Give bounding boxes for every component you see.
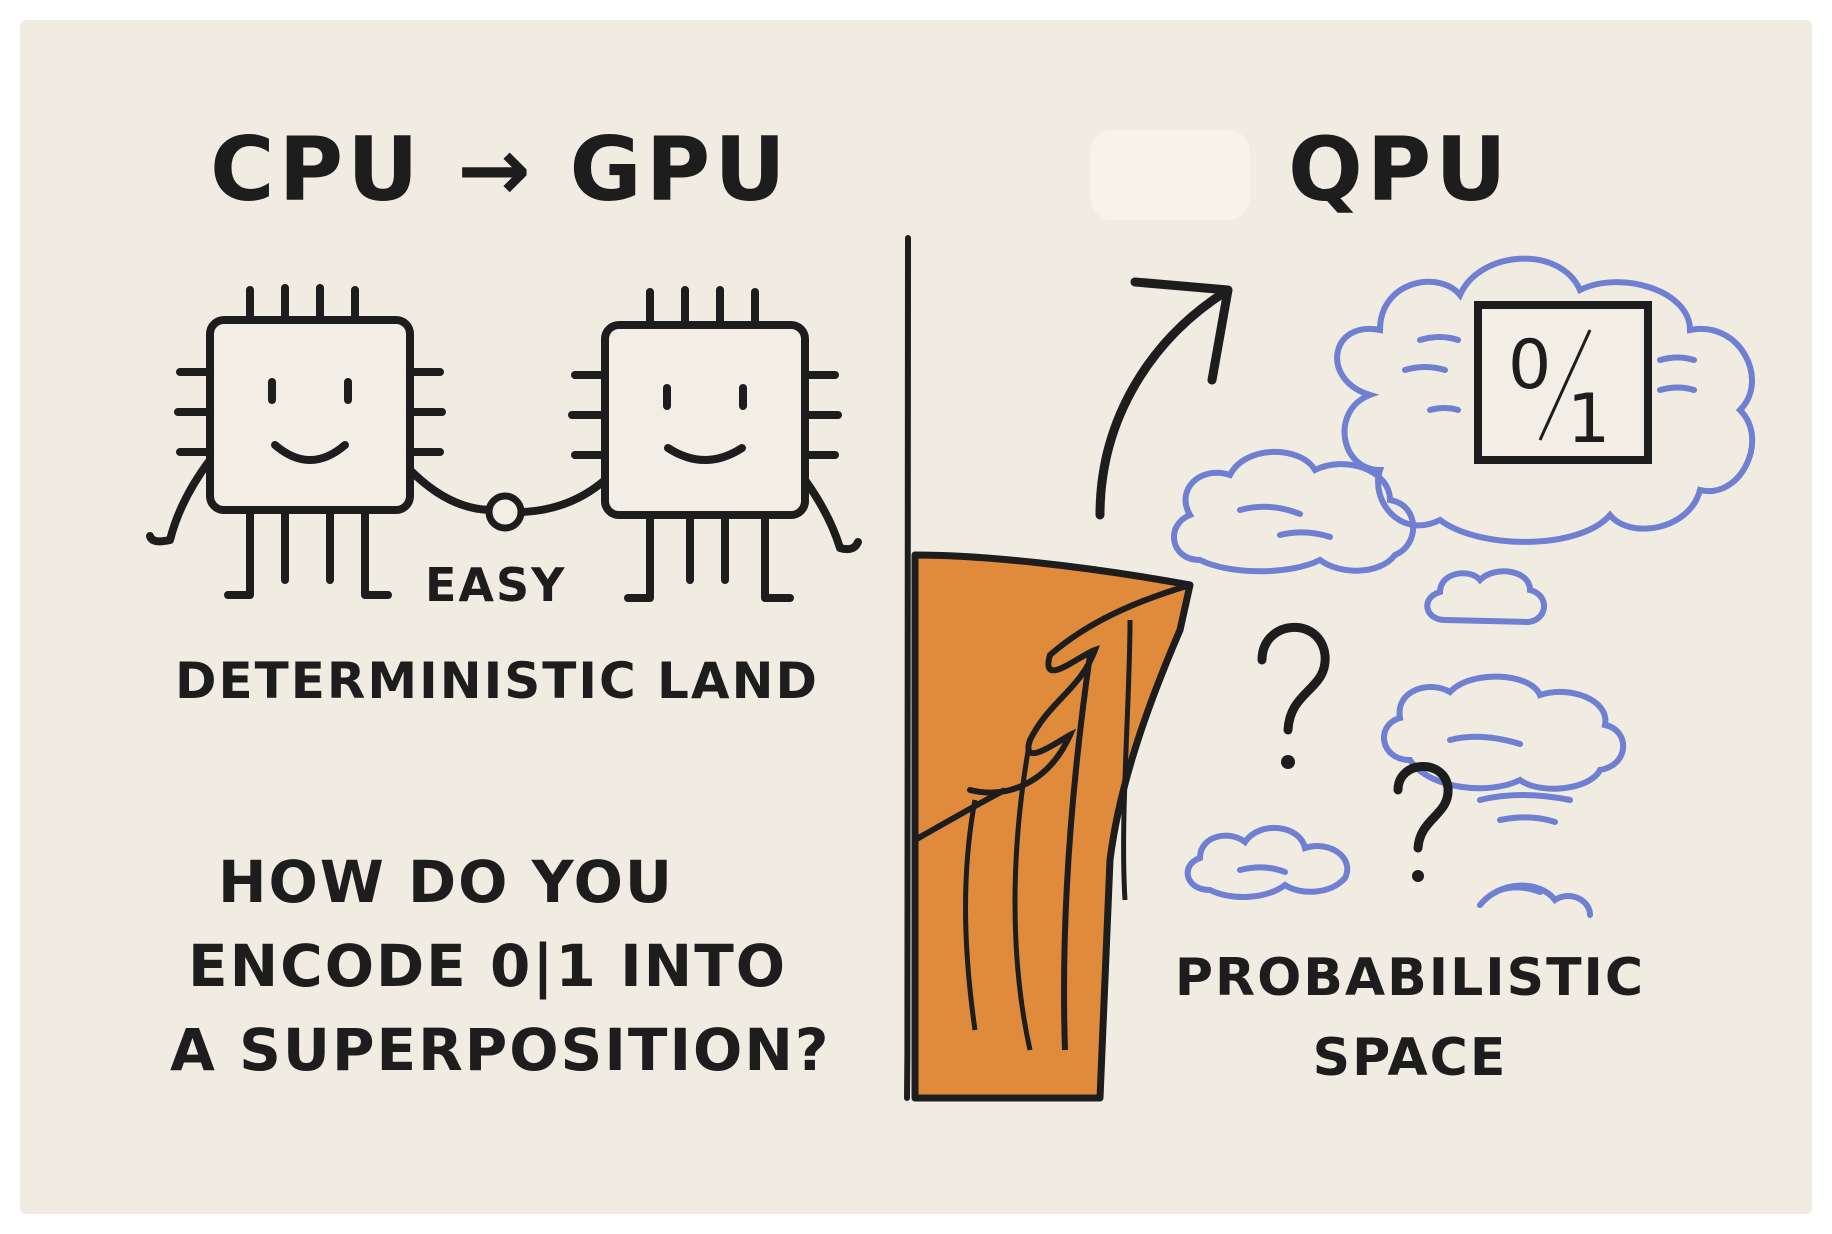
superposition-question: HOW DO YOU ENCODE 0|1 INTO A SUPERPOSITI…: [170, 840, 870, 1092]
qubit-one: 1: [1567, 380, 1611, 459]
divider-line: [904, 235, 912, 1101]
question-line-2: ENCODE 0|1 INTO: [188, 932, 788, 1000]
easy-label: EASY: [425, 558, 567, 612]
cpu-chip-icon: [146, 284, 496, 599]
probabilistic-space-label: PROBABILISTIC SPACE: [1150, 938, 1670, 1098]
prob-line-1: PROBABILISTIC: [1174, 948, 1646, 1008]
cpu-gpu-title: CPU → GPU: [210, 118, 790, 221]
question-line-3: A SUPERPOSITION?: [170, 1016, 831, 1084]
deterministic-land-label: DETERMINISTIC LAND: [175, 652, 819, 710]
cloud-icon: [1171, 255, 1756, 918]
qpu-title: QPU: [1288, 118, 1511, 221]
cliff-icon: [911, 551, 1194, 1102]
question-mark-icon: [1257, 623, 1453, 882]
handshake-knot: [485, 492, 525, 532]
whited-out-patch: [1090, 130, 1250, 220]
question-line-1: HOW DO YOU: [218, 848, 674, 916]
qubit-zero: 0: [1508, 326, 1552, 405]
arrow-up-right-icon: [1095, 277, 1233, 520]
gpu-chip-icon: [518, 286, 862, 602]
qubit-box-icon: [1474, 301, 1652, 464]
prob-line-2: SPACE: [1312, 1028, 1508, 1088]
